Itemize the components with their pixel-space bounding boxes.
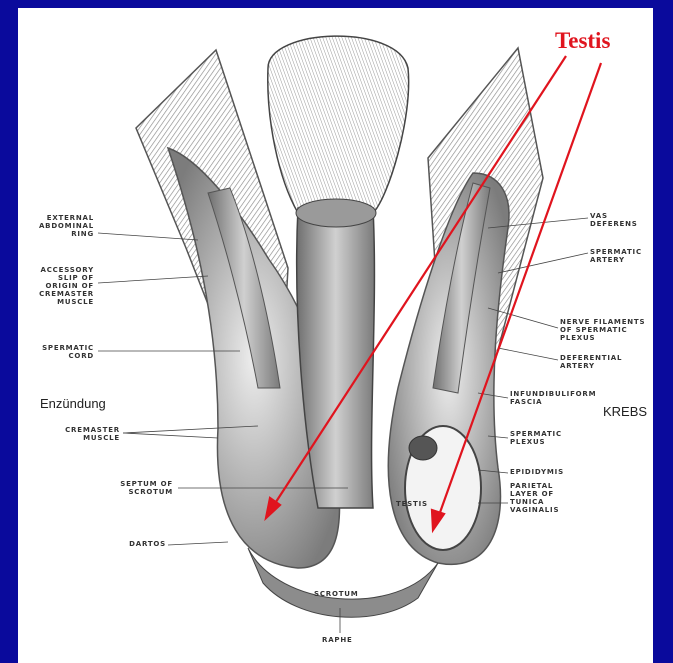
label-cremaster-muscle: CREMASTER MUSCLE: [38, 426, 120, 442]
label-epididymis: EPIDIDYMIS: [510, 468, 564, 476]
label-dartos: DARTOS: [78, 540, 166, 548]
glans: [268, 36, 409, 213]
label-spermatic-plexus: SPERMATIC PLEXUS: [510, 430, 562, 446]
label-external-abdominal-ring: EXTERNAL ABDOMINAL RING: [28, 214, 94, 238]
label-scrotum: SCROTUM: [314, 590, 359, 598]
label-parietal-layer: PARIETAL LAYER OF TUNICA VAGINALIS: [510, 482, 559, 514]
note-enzundung: Enzündung: [40, 396, 106, 411]
label-spermatic-cord: SPERMATIC CORD: [28, 344, 94, 360]
label-nerve-filaments: NERVE FILAMENTS OF SPERMATIC PLEXUS: [560, 318, 645, 342]
label-deferential-artery: DEFERENTIAL ARTERY: [560, 354, 622, 370]
title-testis: Testis: [555, 28, 610, 54]
label-testis-inner: TESTIS: [396, 500, 428, 508]
figure-frame: Testis EXTERNAL ABDOMINAL RING ACCESSORY…: [18, 8, 653, 663]
label-septum-of-scrotum: SEPTUM OF SCROTUM: [78, 480, 173, 496]
label-raphe: RAPHE: [322, 636, 353, 644]
note-krebs: KREBS: [603, 404, 647, 419]
anatomy-illustration: [18, 8, 653, 663]
label-accessory-slip: ACCESSORY SLIP OF ORIGIN OF CREMASTER MU…: [28, 266, 94, 306]
label-infundibuliform-fascia: INFUNDIBULIFORM FASCIA: [510, 390, 596, 406]
label-spermatic-artery: SPERMATIC ARTERY: [590, 248, 642, 264]
label-vas-deferens: VAS DEFERENS: [590, 212, 638, 228]
